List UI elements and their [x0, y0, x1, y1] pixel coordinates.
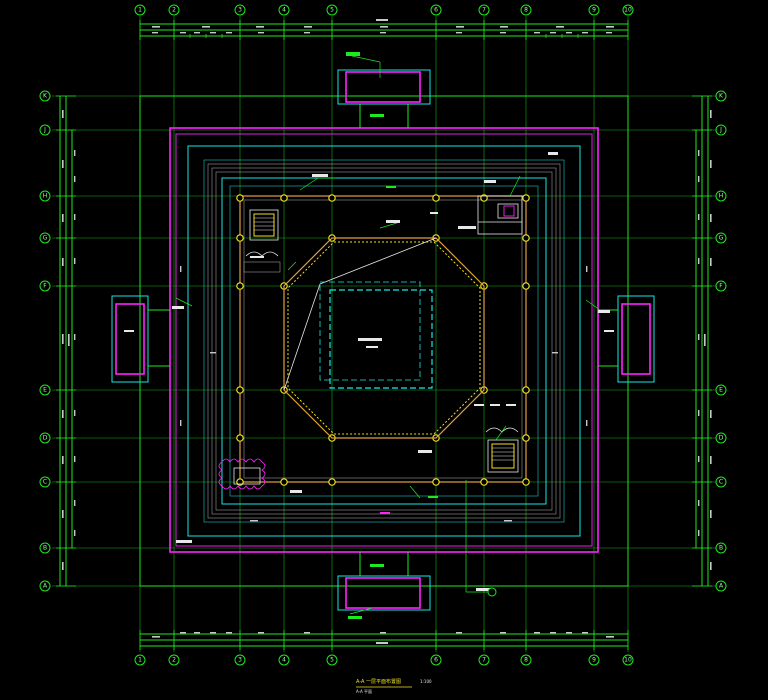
axis-label-h: H [43, 193, 48, 200]
hall-walls [239, 195, 527, 483]
axis-label-3: 3 [238, 7, 242, 14]
axis-label-10: 10 [624, 7, 632, 14]
detail-index-bubble [487, 587, 497, 597]
axis-label-7-bottom: 7 [482, 657, 486, 664]
dimension-lines [56, 20, 712, 650]
axis-label-7: 7 [482, 7, 486, 14]
axis-label-b-right: B [719, 545, 723, 552]
axis-label-d-right: D [719, 435, 724, 442]
axis-label-d: D [43, 435, 48, 442]
axis-label-1-bottom: 1 [138, 657, 142, 664]
planter-cloud [218, 458, 266, 490]
axis-grid [52, 16, 716, 652]
axis-bubbles-right: K J H G F E D C B A [715, 90, 727, 592]
entry-stair-bottom [337, 552, 431, 611]
axis-label-6-bottom: 6 [434, 657, 438, 664]
axis-label-5-bottom: 5 [330, 657, 334, 664]
axis-label-h-right: H [719, 193, 724, 200]
drawing-subtitle: A-A 平面 [356, 689, 372, 694]
central-pit [319, 281, 433, 389]
stair-northwest [243, 209, 281, 273]
platform-outline [139, 95, 629, 587]
axis-label-e-right: E [719, 387, 723, 394]
axis-label-8: 8 [524, 7, 528, 14]
axis-label-6: 6 [434, 7, 438, 14]
stair-southeast [485, 427, 519, 473]
axis-label-b: B [43, 545, 47, 552]
axis-label-2: 2 [172, 7, 176, 14]
entry-stair-top [337, 69, 431, 128]
axis-label-1: 1 [138, 7, 142, 14]
axis-label-3-bottom: 3 [238, 657, 242, 664]
annotation-labels [124, 52, 614, 619]
axis-label-9: 9 [592, 7, 596, 14]
axis-label-4: 4 [282, 7, 286, 14]
central-octagon [283, 237, 485, 439]
axis-label-10-bottom: 10 [624, 657, 632, 664]
axis-bubbles-top: 1 2 3 4 5 6 7 8 9 10 [134, 4, 634, 16]
entry-stair-left [111, 295, 170, 383]
dimension-text [62, 19, 712, 644]
terrace-rings [187, 145, 581, 537]
entry-stair-right [598, 295, 655, 383]
drawing-title: A-A 一层平面布置图 [356, 678, 401, 685]
axis-bubbles-bottom: 1 2 3 4 5 6 7 8 9 10 [134, 654, 634, 666]
axis-label-4-bottom: 4 [282, 657, 286, 664]
drawing-scale: 1:100 [420, 679, 432, 684]
axis-label-j: J [43, 127, 46, 134]
axis-label-g: G [43, 235, 48, 242]
axis-label-j-right: J [719, 127, 722, 134]
axis-label-5: 5 [330, 7, 334, 14]
equipment-room [477, 195, 523, 235]
axis-label-a-right: A [719, 583, 724, 590]
drawing-title-block: A-A 一层平面布置图 1:100 A-A 平面 [356, 678, 432, 694]
axis-label-e: E [43, 387, 47, 394]
axis-label-9-bottom: 9 [592, 657, 596, 664]
axis-label-f: F [43, 283, 47, 290]
axis-label-c-right: C [719, 479, 723, 486]
axis-label-8-bottom: 8 [524, 657, 528, 664]
axis-label-g-right: G [719, 235, 724, 242]
axis-label-a: A [43, 583, 48, 590]
axis-bubbles-left: K J H G F E D C B A [39, 90, 51, 592]
axis-label-2-bottom: 2 [172, 657, 176, 664]
axis-label-k: K [43, 93, 48, 100]
axis-label-f-right: F [719, 283, 723, 290]
axis-label-c: C [43, 479, 47, 486]
axis-label-k-right: K [719, 93, 724, 100]
